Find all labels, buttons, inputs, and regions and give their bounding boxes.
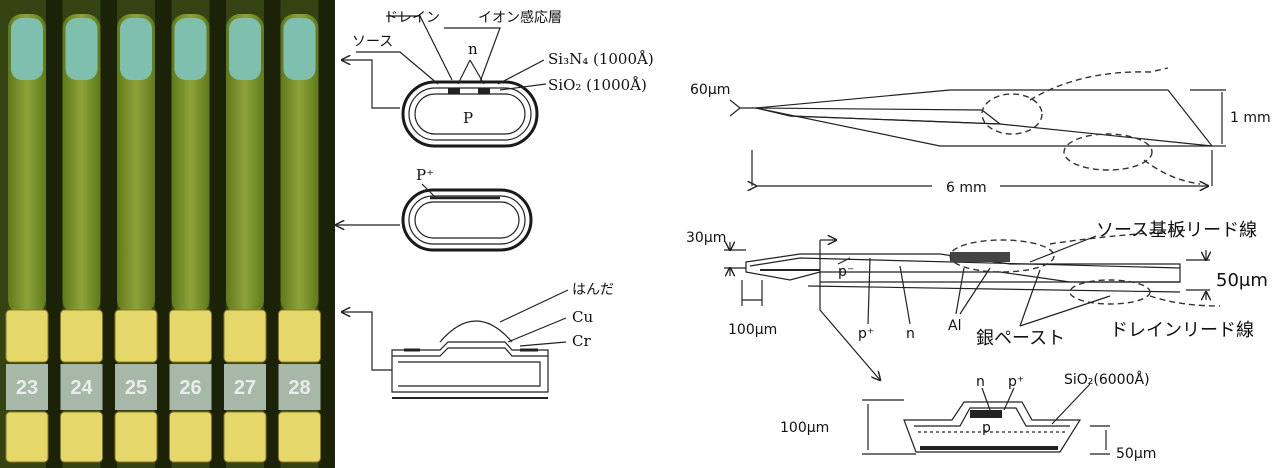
label-cr: Cr	[572, 332, 591, 350]
probe-strip: 27	[223, 0, 281, 468]
bond-pad	[278, 309, 321, 363]
label-si3n4: Si₃N₄ (1000Å)	[548, 50, 654, 68]
label-50um-sec: 50μm	[1116, 446, 1156, 462]
bond-pad	[169, 309, 212, 363]
probe-outline-figure	[729, 67, 1226, 186]
label-sio2-6000: SiO₂(6000Å)	[1064, 371, 1150, 388]
label-6mm: 6 mm	[946, 180, 987, 196]
probe-strip: 28	[278, 0, 335, 468]
oval-ion-sensor: P	[401, 80, 539, 148]
label-30um: 30μm	[686, 230, 726, 246]
bond-pad	[5, 411, 49, 463]
chip-number: 23	[16, 377, 38, 399]
label-sio2: SiO₂ (1000Å)	[548, 76, 647, 94]
label-source-lead: ソース基板リード線	[1096, 220, 1257, 241]
probe-strip: 26	[169, 0, 226, 468]
chip-number: 26	[179, 377, 201, 399]
probe-section-figure	[724, 229, 1221, 380]
bond-pad	[169, 411, 212, 463]
bond-pad	[223, 411, 267, 463]
label-cu: Cu	[572, 308, 593, 326]
bond-pad	[60, 411, 103, 463]
probe-strips: 23 24 25 26 27 28	[5, 0, 335, 468]
probe-cross-section-figure	[862, 383, 1110, 455]
label-source: ソース	[352, 34, 393, 50]
label-silver-paste: 銀ペースト	[976, 328, 1065, 349]
label-p-plus: P⁺	[416, 166, 434, 184]
label-p-minus: p⁻	[838, 264, 854, 280]
arrow-to-photo-top	[342, 60, 400, 109]
cross-section-figures: P ドレイン イオン感応層 ソース n Si₃N₄ (1000Å) SiO₂ (…	[336, 9, 654, 399]
bond-pad	[60, 309, 103, 363]
label-ion-layer: イオン感応層	[478, 9, 562, 26]
label-p-sec: p	[982, 420, 991, 436]
probe-strip: 23	[5, 0, 63, 468]
label-n: n	[468, 40, 478, 58]
label-n-sec: n	[976, 374, 985, 390]
arrow-to-photo-bottom	[342, 312, 392, 371]
chip-number: 24	[70, 377, 93, 399]
bond-pad	[278, 411, 321, 463]
label-1mm: 1 mm	[1230, 110, 1271, 126]
probe-strip: 24	[60, 0, 117, 468]
label-drain: ドレイン	[384, 10, 440, 26]
chip-number: 28	[288, 377, 310, 399]
bond-pad	[114, 309, 158, 363]
label-al: Al	[948, 318, 961, 334]
chip-number: 25	[125, 377, 147, 399]
label-60um: 60μm	[690, 82, 730, 98]
bond-pad	[114, 411, 158, 463]
label-solder: はんだ	[572, 282, 614, 298]
chip-number: 27	[234, 377, 256, 399]
label-50um: 50μm	[1216, 270, 1268, 291]
label-100um-sec: 100μm	[780, 420, 829, 436]
label-100um-tip: 100μm	[728, 322, 777, 338]
leader-drain	[386, 15, 453, 81]
leader-ion-layer	[444, 27, 501, 83]
leader-source	[356, 51, 439, 85]
label-drain-lead: ドレインリード線	[1110, 320, 1254, 341]
probe-strip: 25	[114, 0, 172, 468]
bond-pad	[5, 309, 49, 363]
label-p-plus-probe: p⁺	[858, 326, 874, 342]
label-n-probe: n	[906, 326, 915, 342]
label-p: P	[463, 109, 473, 127]
bond-pad	[223, 309, 267, 363]
oval-p-plus	[401, 188, 533, 252]
label-p-plus-sec: p⁺	[1008, 374, 1024, 390]
micrograph-photo: 23 24 25 26 27 28	[0, 0, 335, 468]
solder-package	[391, 320, 549, 399]
